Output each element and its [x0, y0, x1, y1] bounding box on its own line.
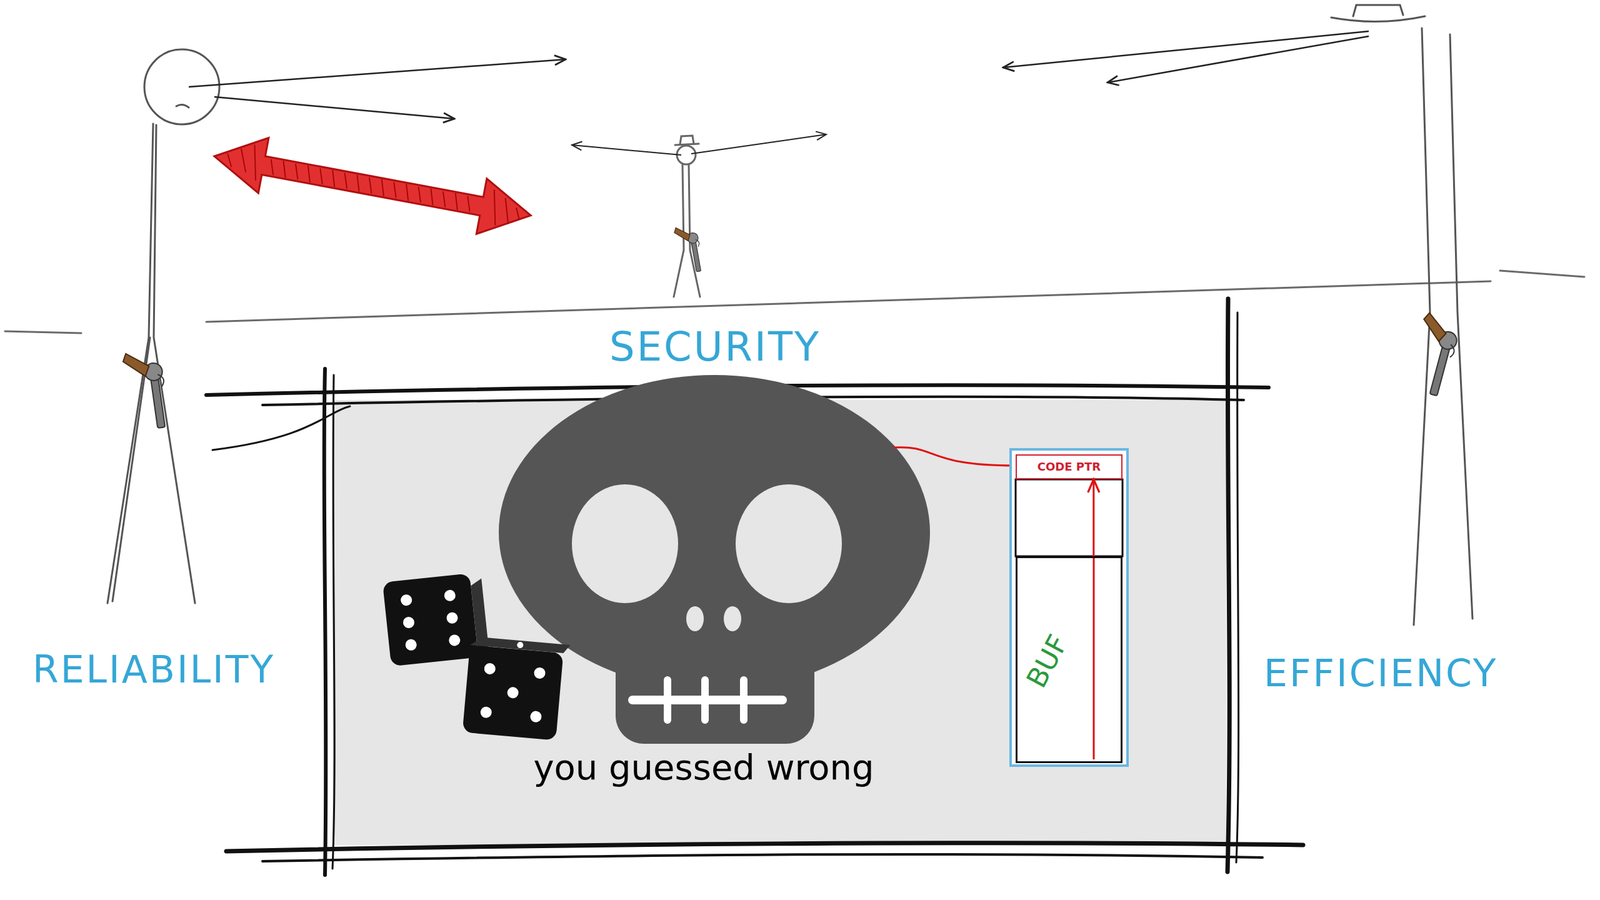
buffer-slot: BUF — [1015, 556, 1123, 764]
overflow-arrow — [1092, 479, 1095, 557]
stack-slot — [1015, 479, 1123, 557]
security-label: SECURITY — [609, 323, 821, 370]
node-text: BUF — [1021, 630, 1074, 693]
middle-revolver — [673, 224, 705, 275]
scribble-frame — [206, 298, 1304, 875]
right-stick-figure — [1331, 5, 1473, 625]
code-pointer-slot: CODE PTR — [1015, 454, 1123, 480]
sight-lines — [188, 59, 566, 119]
overflow-line — [1093, 557, 1095, 760]
left-stick-figure — [107, 49, 220, 604]
efficiency-label: EFFICIENCY — [1263, 651, 1499, 695]
overlay-panel-node: you guessed wrong CODE PTR BUF — [326, 398, 1235, 847]
node-text: CODE PTR — [1037, 460, 1101, 474]
pointer-wire — [893, 447, 1016, 466]
middle-stick-figure — [673, 135, 700, 297]
right-sight-lines — [1003, 31, 1369, 83]
tension-arrow — [209, 128, 537, 244]
middle-sight-lines — [571, 134, 827, 155]
die — [462, 636, 571, 741]
stack-frame — [1010, 449, 1128, 766]
right-revolver — [1405, 311, 1462, 397]
skull — [498, 375, 930, 744]
left-revolver — [121, 348, 170, 432]
reliability-label: RELIABILITY — [32, 647, 275, 692]
node-text: you guessed wrong — [533, 748, 874, 787]
